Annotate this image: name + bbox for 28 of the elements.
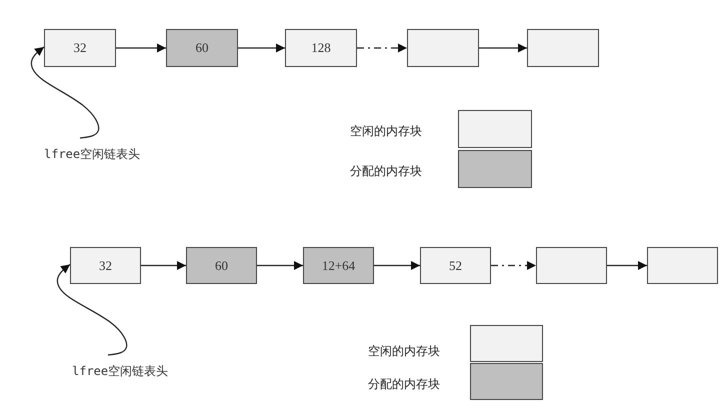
free-memory-block: 32 [70,247,141,284]
legend-label: 分配的内存块 [350,163,422,180]
free-memory-block [536,247,607,284]
legend-label: 空闲的内存块 [368,343,440,360]
arrow [141,261,186,270]
free-memory-block [407,29,479,67]
arrow [116,44,166,52]
arrow [357,44,407,52]
arrow [257,261,303,270]
arrow [238,44,285,52]
allocated-memory-block: 60 [186,247,257,284]
arrow [30,46,100,139]
legend-label: 分配的内存块 [368,376,440,393]
free-memory-block: 52 [420,247,491,284]
allocated-memory-block: 12+64 [303,247,374,284]
list-head-label: lfree空闲链表头 [72,362,192,380]
free-memory-block [647,247,718,284]
free-memory-block: 128 [285,29,357,67]
list-head-label: lfree空闲链表头 [44,145,164,163]
arrow [491,261,536,270]
arrow [56,264,128,356]
free-memory-block: 32 [44,29,116,67]
free-memory-block [527,29,599,67]
legend-label: 空闲的内存块 [350,123,422,140]
arrow [607,261,647,270]
arrow [374,261,420,270]
arrow [479,44,527,52]
allocated-memory-block: 60 [166,29,238,67]
